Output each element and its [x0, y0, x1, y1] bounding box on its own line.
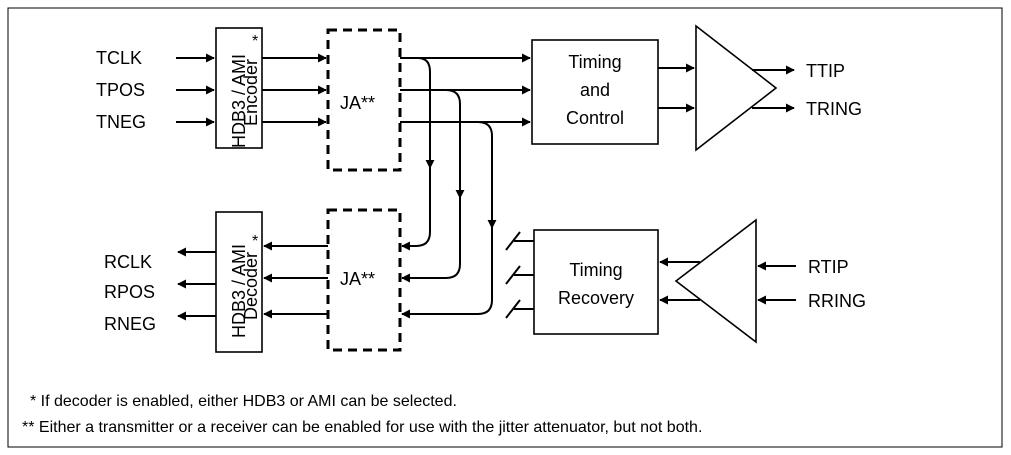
receive-amplifier-triangle — [674, 218, 757, 344]
footnote-1: * If decoder is enabled, either HDB3 or … — [30, 393, 457, 410]
decoder-label: HDB3 / AMI — [229, 244, 249, 338]
transmit-driver-triangle — [695, 24, 778, 152]
decoder-block — [215, 211, 263, 353]
rring-label: RRING — [808, 291, 866, 311]
branch-into-rja-2 — [401, 198, 461, 283]
tpos-label: TPOS — [96, 80, 145, 100]
rclk-label: RCLK — [104, 252, 152, 272]
rtip-label: RTIP — [808, 257, 849, 277]
branch-down-2 — [400, 89, 465, 199]
encoder-label: HDB3 / AMI — [229, 54, 249, 148]
transmit-ja-block — [326, 28, 402, 172]
tneg-label: TNEG — [96, 112, 146, 132]
slash-mark-1 — [505, 231, 521, 251]
timing-control-line-1: Timing — [568, 52, 621, 72]
branch-into-rja-1 — [401, 168, 431, 251]
encoder-star: * — [252, 33, 258, 50]
diagram-frame — [7, 7, 1003, 448]
receive-ja-label: JA** — [340, 269, 375, 289]
decoder-star: * — [252, 233, 258, 250]
encoder-block — [215, 27, 263, 149]
slash-mark-3 — [505, 299, 521, 319]
branch-down-3 — [400, 121, 497, 229]
receive-ja-block — [326, 208, 402, 352]
timing-recovery-block — [533, 229, 659, 335]
encoder-label-2: Encoder — [241, 59, 261, 126]
rpos-label: RPOS — [104, 282, 155, 302]
timing-control-block — [531, 39, 659, 145]
timing-recovery-line-2: Recovery — [558, 288, 634, 308]
branch-down-1 — [400, 57, 435, 169]
ttip-label: TTIP — [806, 61, 845, 81]
decoder-label-2: Decoder — [241, 252, 261, 320]
footnote-2: ** Either a transmitter or a receiver ca… — [22, 419, 702, 436]
tring-label: TRING — [806, 99, 862, 119]
slash-mark-2 — [505, 265, 521, 285]
transmit-ja-label: JA** — [340, 93, 375, 113]
timing-control-line-2: and — [580, 80, 610, 100]
timing-recovery-line-1: Timing — [569, 260, 622, 280]
branch-into-rja-3 — [401, 228, 493, 319]
timing-control-line-3: Control — [566, 108, 624, 128]
rneg-label: RNEG — [104, 314, 156, 334]
tclk-label: TCLK — [96, 48, 142, 68]
